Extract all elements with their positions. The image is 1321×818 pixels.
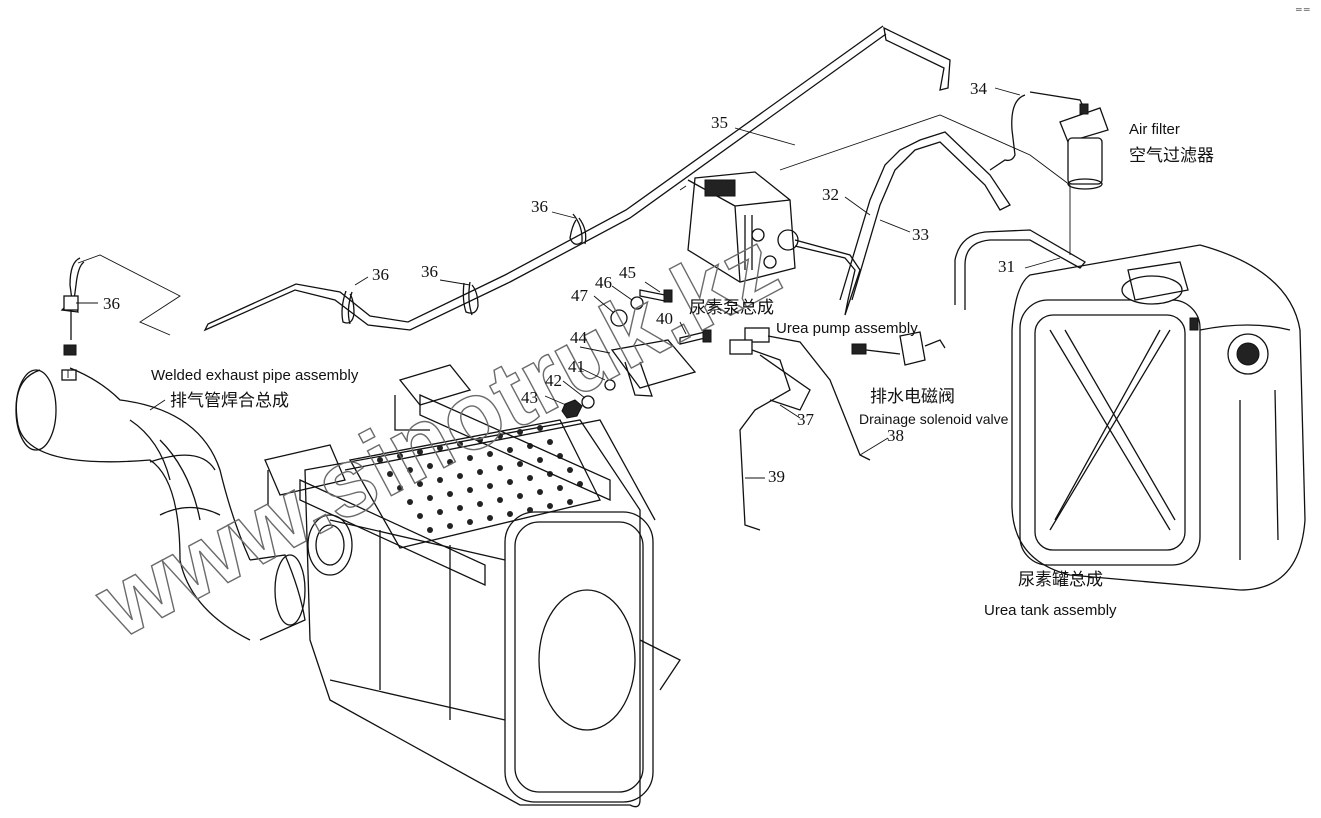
callout-46: 46 [595,273,612,292]
callout-31: 31 [998,257,1015,276]
callout-33: 33 [912,225,929,244]
bracket-44 [610,339,697,397]
pipe-33 [839,131,1011,301]
rail-bar-left [299,478,486,587]
label-urea-pump-cn: 尿素泵总成 [689,298,774,318]
callout-47: 47 [571,286,589,305]
perforated-plate [348,419,601,549]
temperature-sensor [60,257,85,381]
callout-numbers: 36 36 36 36 35 34 32 33 31 45 46 47 40 4… [103,79,1015,486]
label-urea-tank-cn: 尿素罐总成 [1018,570,1103,590]
pipe-clamp-2 [341,290,355,325]
washer-42 [581,395,595,409]
callout-44: 44 [570,328,588,347]
label-air-filter-cn: 空气过滤器 [1129,146,1214,166]
mount-bracket-left [264,444,346,505]
washer-47 [610,309,628,327]
pipe-31 [954,229,1086,310]
label-urea-tank-en: Urea tank assembly [984,602,1117,619]
urea-pump [687,171,799,283]
label-drain-valve-en: Drainage solenoid valve [859,411,1009,427]
callout-38: 38 [887,426,904,445]
urea-tank [1011,244,1306,591]
callout-43: 43 [521,388,538,407]
callout-35: 35 [711,113,728,132]
callout-36-sensor: 36 [103,294,120,313]
nut-43 [561,399,583,419]
rail-bar-top [419,393,611,502]
muffler-box [264,364,681,808]
washer-41 [604,379,616,391]
bolt-45 [639,289,673,303]
sensor-wire-leader [77,254,181,336]
bolt-40 [679,329,712,345]
callout-36-clamp-mid: 36 [421,262,438,281]
callout-36-clamp-right: 36 [531,197,548,216]
washer-46 [630,296,644,310]
callout-37: 37 [797,410,815,429]
leader-pump-tank [779,114,1071,255]
pipe-35 [203,25,951,332]
pipe-34 [989,94,1026,171]
harness-connector [729,327,871,531]
pipe-clamp-1 [569,213,587,245]
callout-32: 32 [822,185,839,204]
callout-45: 45 [619,263,636,282]
label-air-filter-en: Air filter [1129,121,1180,138]
label-drain-valve-cn: 排水电磁阀 [870,387,955,407]
callout-39: 39 [768,467,785,486]
label-welded-exhaust-cn: 排气管焊合总成 [170,391,289,411]
mount-bracket-top [394,364,472,431]
welded-exhaust-pipe [15,367,306,641]
corner-mark: ═ ═ [1295,5,1310,14]
air-filter [1059,103,1109,190]
callout-34: 34 [970,79,988,98]
pipe-32 [794,239,861,316]
part-labels: Welded exhaust pipe assembly 排气管焊合总成 尿素泵… [151,121,1214,619]
callout-40: 40 [656,309,673,328]
drainage-solenoid-valve [851,331,946,366]
callout-42: 42 [545,371,562,390]
label-urea-pump-en: Urea pump assembly [776,320,918,337]
label-welded-exhaust-en: Welded exhaust pipe assembly [151,367,359,384]
callout-36-clamp-left: 36 [372,265,389,284]
callout-41: 41 [568,357,585,376]
leader-lines [67,87,1061,479]
